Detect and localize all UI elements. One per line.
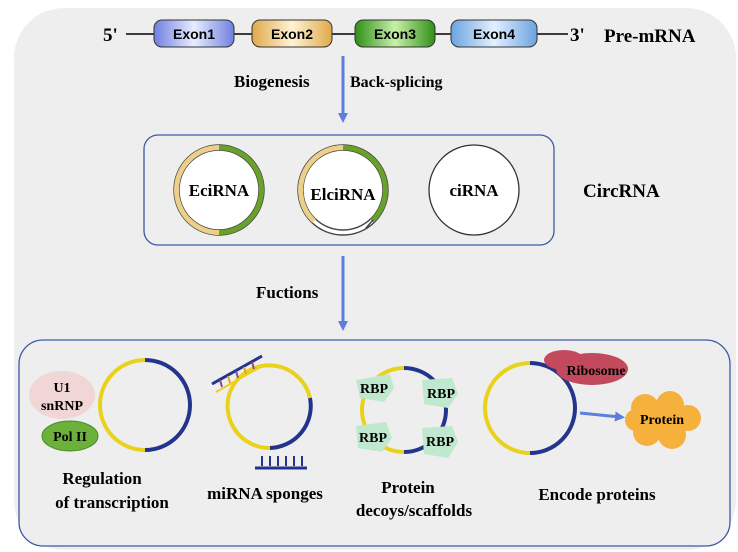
regulation-caption-line2: of transcription bbox=[55, 493, 169, 512]
exon2-box bbox=[251, 19, 333, 48]
cirna-label: ciRNA bbox=[449, 181, 499, 200]
cirna-ring bbox=[428, 144, 520, 236]
elcirna-label: ElciRNA bbox=[310, 185, 376, 204]
rbp-label-bottom-right: RBP bbox=[426, 435, 454, 450]
exon3-label: Exon3 bbox=[374, 26, 416, 42]
mirna-strands-bottom bbox=[255, 456, 307, 470]
rbp-top-right bbox=[422, 378, 458, 408]
circrna-label: CircRNA bbox=[583, 181, 660, 202]
exon2-label: Exon2 bbox=[271, 26, 313, 42]
regulation-ring bbox=[98, 358, 192, 452]
pre-mrna-label: Pre-mRNA bbox=[604, 26, 696, 47]
back-splicing-label: Back-splicing bbox=[350, 74, 442, 91]
elcirna-ring bbox=[297, 144, 389, 236]
rbp-label-top-left: RBP bbox=[360, 382, 388, 397]
u1-label: U1 bbox=[53, 381, 70, 396]
encode-ring bbox=[483, 361, 577, 455]
five-prime-label: 5' bbox=[103, 25, 118, 46]
ecirna-label: EciRNA bbox=[189, 181, 250, 200]
ribosome-blob-upper bbox=[544, 350, 584, 370]
rbp-label-bottom-left: RBP bbox=[359, 431, 387, 446]
pol-ii-label: Pol II bbox=[53, 430, 87, 445]
decoy-ring bbox=[360, 366, 448, 454]
pre-mrna-row: 5' Exon1 Exon2 Exon3 Exon4 3' Pre-mRNA bbox=[103, 19, 696, 48]
decoys-caption-line1: Protein bbox=[381, 478, 435, 497]
ecirna-ring bbox=[173, 144, 265, 236]
sponges-caption: miRNA sponges bbox=[207, 484, 323, 503]
snrnp-label: snRNP bbox=[41, 399, 83, 414]
encode-caption: Encode proteins bbox=[538, 485, 656, 504]
rbp-top-left bbox=[356, 374, 394, 402]
exon4-box bbox=[450, 19, 538, 48]
ribosome-label: Ribosome bbox=[566, 364, 625, 379]
rbp-label-top-right: RBP bbox=[427, 387, 455, 402]
three-prime-label: 3' bbox=[570, 25, 585, 46]
exon3-box bbox=[354, 19, 436, 48]
mirna-strands-top bbox=[211, 354, 267, 393]
exon1-box bbox=[153, 19, 235, 48]
protein-blob bbox=[625, 391, 701, 449]
pol-ii-blob bbox=[41, 420, 99, 452]
u1-snrnp-blob bbox=[29, 371, 95, 419]
functions-label: Fuctions bbox=[256, 283, 319, 302]
protein-label: Protein bbox=[640, 413, 684, 428]
decoys-caption-line2: decoys/scaffolds bbox=[356, 501, 473, 520]
biogenesis-label: Biogenesis bbox=[234, 72, 310, 91]
exon4-label: Exon4 bbox=[473, 26, 515, 42]
rbp-bottom-left bbox=[356, 422, 392, 452]
rbp-bottom-right bbox=[422, 426, 458, 458]
exon1-label: Exon1 bbox=[173, 26, 215, 42]
encode-arrow bbox=[579, 411, 625, 422]
regulation-caption-line1: Regulation bbox=[62, 469, 142, 488]
